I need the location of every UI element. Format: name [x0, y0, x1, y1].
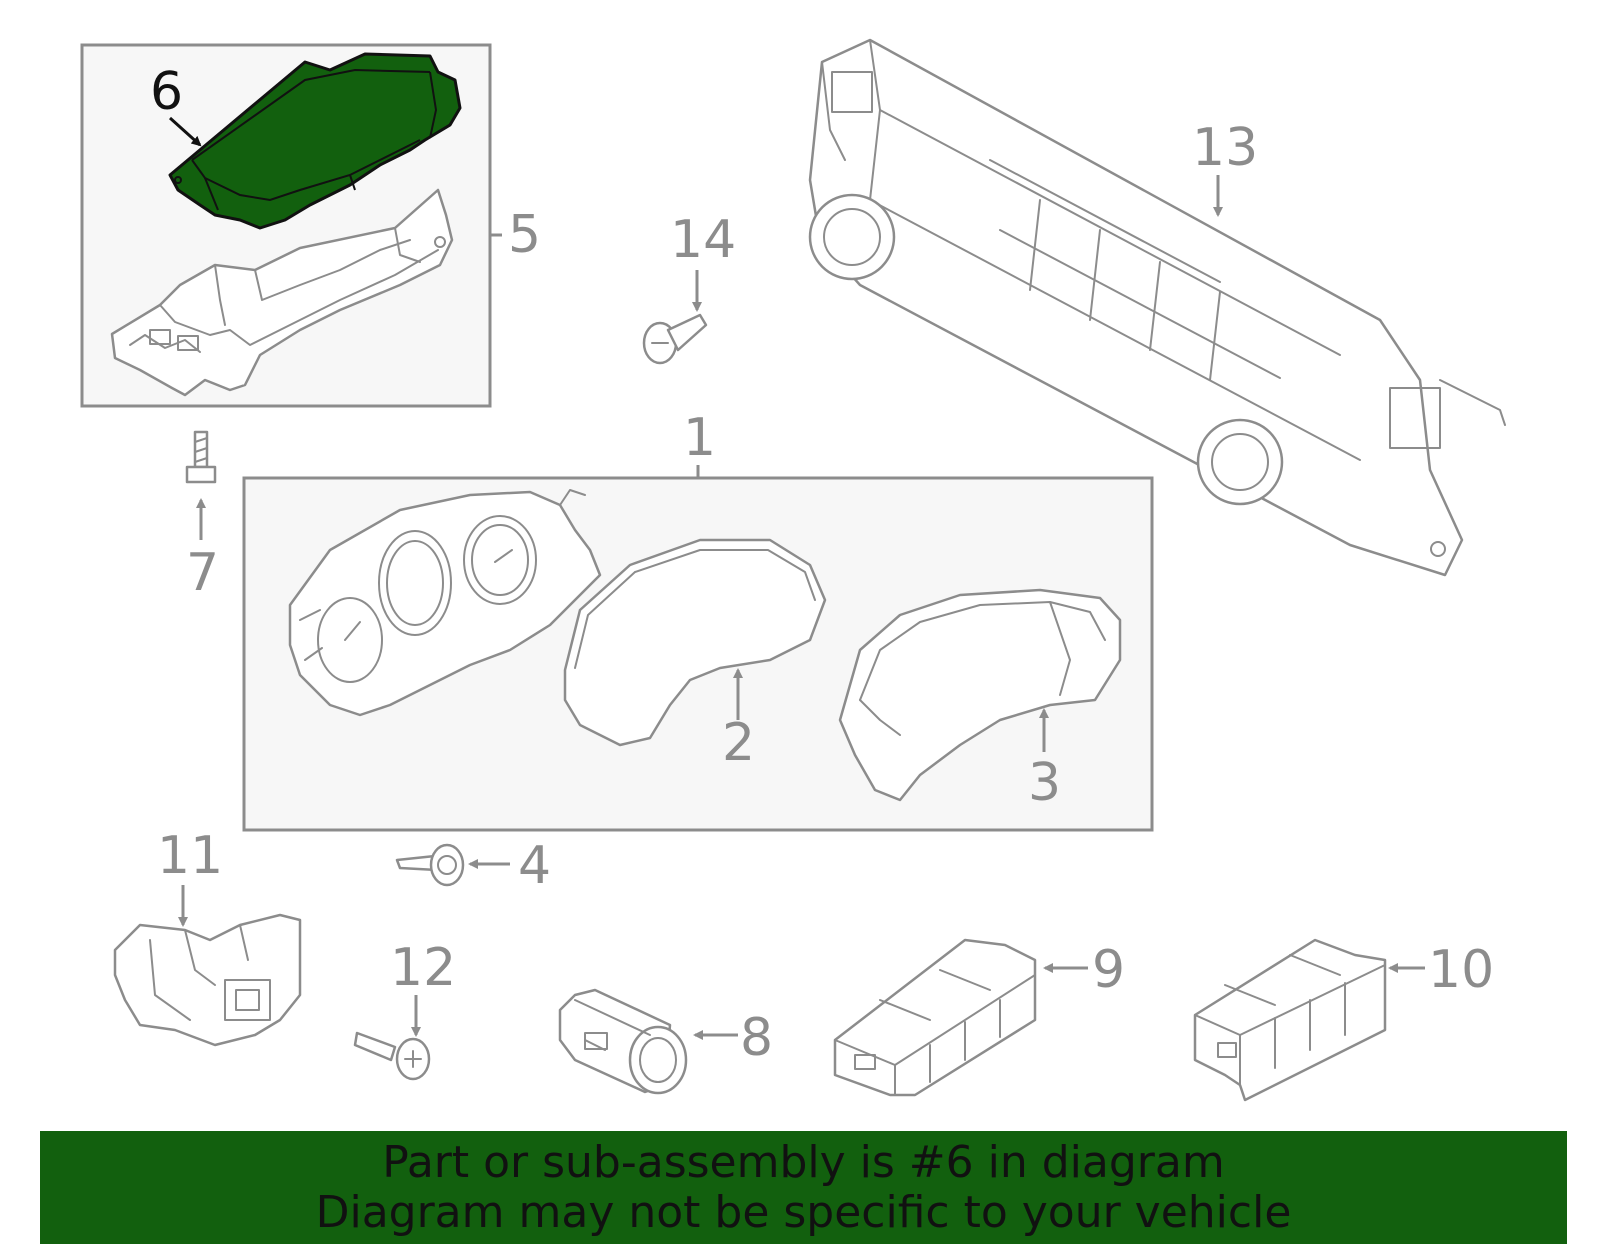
callout-10[interactable]: 10 — [1428, 940, 1494, 1000]
screw-icon[interactable] — [395, 843, 465, 887]
screw-icon-12[interactable] — [353, 1031, 431, 1081]
callout-9[interactable]: 9 — [1092, 940, 1125, 1000]
callout-1[interactable]: 1 — [683, 408, 716, 468]
module-box-icon[interactable] — [168, 52, 462, 230]
callout-8[interactable]: 8 — [740, 1008, 773, 1068]
banner-line-2: Diagram may not be specific to your vehi… — [315, 1186, 1292, 1238]
callout-3[interactable]: 3 — [1028, 753, 1061, 813]
banner-background — [40, 1131, 1567, 1244]
callout-14[interactable]: 14 — [670, 210, 736, 270]
callout-11[interactable]: 11 — [157, 826, 223, 886]
switch-panel-icon[interactable] — [833, 938, 1037, 1097]
callout-4[interactable]: 4 — [518, 836, 551, 896]
lens-cover-icon[interactable] — [563, 538, 827, 747]
callout-12[interactable]: 12 — [390, 938, 456, 998]
climate-control-panel-icon[interactable] — [808, 38, 1506, 577]
bolt-icon[interactable] — [185, 430, 217, 484]
callout-5[interactable]: 5 — [508, 205, 541, 265]
push-button-switch-icon[interactable] — [558, 988, 688, 1095]
callout-2[interactable]: 2 — [722, 713, 755, 773]
clip-icon[interactable] — [642, 313, 708, 365]
switch-panel-icon-10[interactable] — [1193, 938, 1387, 1102]
ignition-switch-icon[interactable] — [113, 913, 302, 1047]
callout-13[interactable]: 13 — [1192, 118, 1258, 178]
callout-6[interactable]: 6 — [150, 62, 183, 122]
cluster-housing-icon[interactable] — [838, 588, 1122, 802]
banner-line-1: Part or sub-assembly is #6 in diagram — [382, 1136, 1225, 1188]
instrument-cluster-icon[interactable] — [288, 489, 602, 717]
info-banner: Part or sub-assembly is #6 in diagram Di… — [40, 1131, 1567, 1244]
bracket-housing-icon[interactable] — [110, 188, 454, 397]
callout-7[interactable]: 7 — [186, 543, 219, 603]
